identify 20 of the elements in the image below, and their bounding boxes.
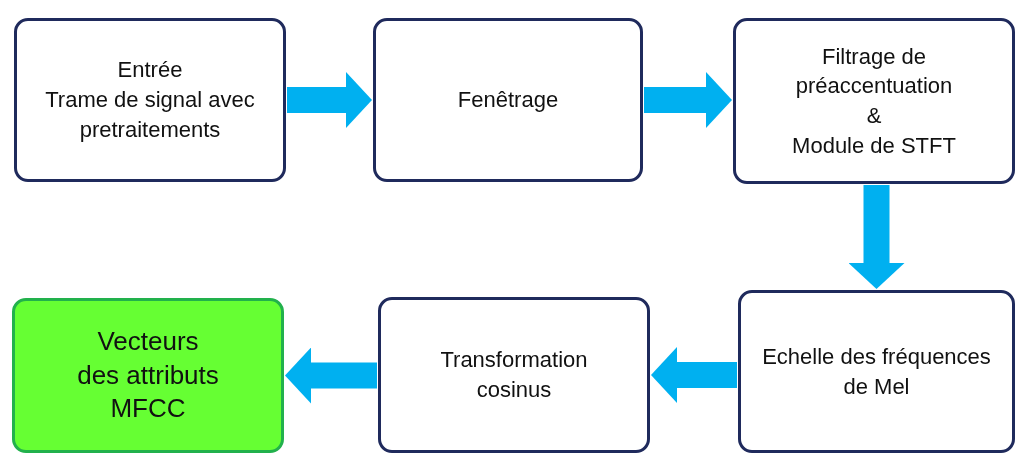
block-arrow bbox=[644, 72, 732, 128]
box-text: Transformation cosinus bbox=[439, 346, 589, 404]
box-text: Echelle des fréquences de Mel bbox=[761, 342, 992, 401]
box-text: Module de STFT bbox=[792, 131, 956, 160]
box-text: Entrée bbox=[117, 56, 183, 85]
process-box bbox=[373, 18, 643, 182]
process-box bbox=[14, 18, 286, 182]
process-box bbox=[738, 290, 1015, 453]
box-text: Filtrage de préaccentuation bbox=[794, 42, 954, 101]
box-text: Trame de signal avec pretraitements bbox=[44, 86, 256, 144]
block-arrow bbox=[287, 72, 372, 128]
process-box bbox=[733, 18, 1015, 184]
block-arrow bbox=[848, 185, 905, 289]
result-box bbox=[12, 298, 284, 453]
box-text: Fenêtrage bbox=[457, 86, 559, 115]
block-arrow bbox=[285, 347, 377, 404]
process-box bbox=[378, 297, 650, 453]
block-arrow bbox=[651, 347, 737, 403]
box-text: & bbox=[866, 102, 882, 130]
box-text: Vecteurs des attributs MFCC bbox=[76, 324, 220, 426]
